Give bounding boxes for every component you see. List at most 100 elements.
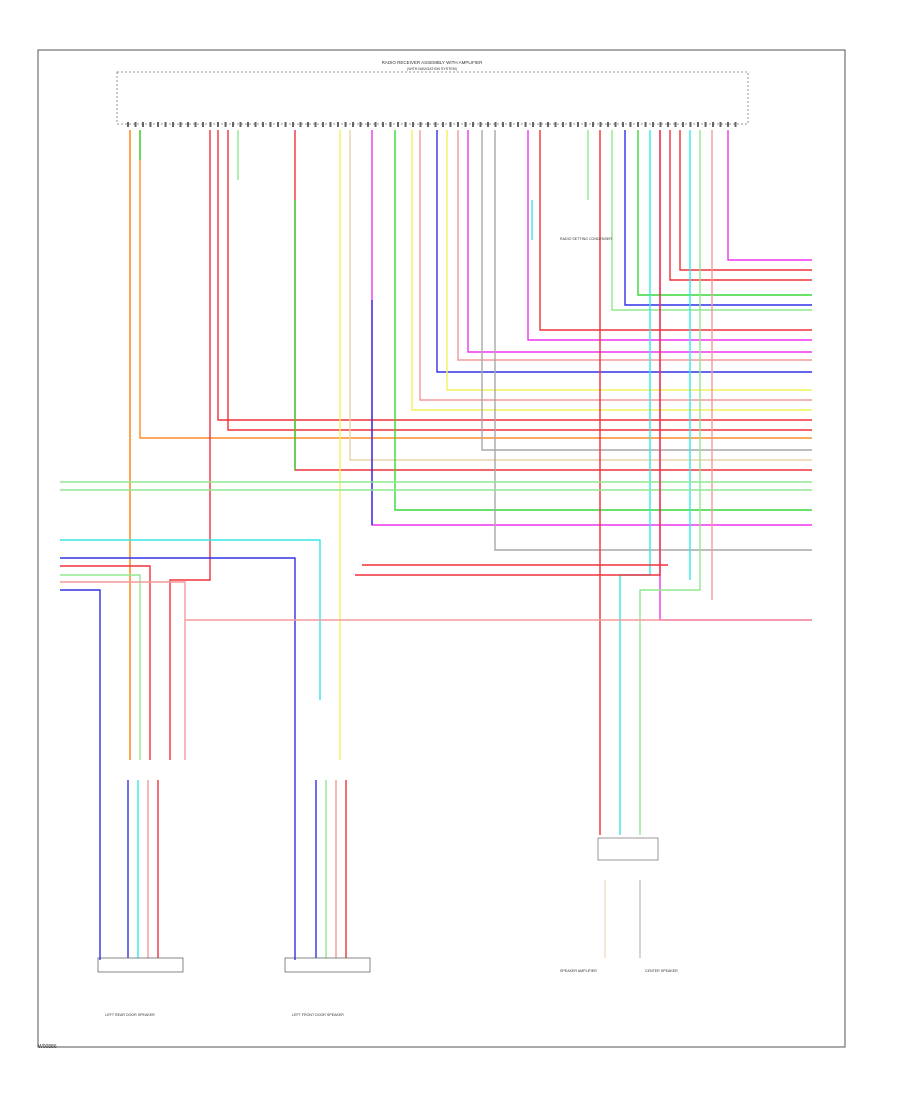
wire-blue: [436, 130, 812, 373]
speaker-amplifier-box: [597, 837, 659, 861]
pin: [577, 122, 579, 127]
wire-tan: [349, 130, 812, 461]
wire-gray: [481, 130, 812, 451]
wire-pink: [457, 130, 812, 361]
pin: [224, 122, 227, 127]
pin: [449, 122, 452, 127]
radio-receiver-box: [116, 71, 749, 125]
pin: [472, 122, 474, 127]
pin: [262, 122, 264, 127]
pin: [532, 122, 534, 127]
left-front-speaker-box: [284, 957, 371, 973]
pin: [419, 122, 422, 127]
pin: [367, 122, 369, 127]
condenser-label: RADIO SETTING CONDENSER: [560, 237, 612, 241]
pin: [682, 122, 684, 127]
pin: [134, 122, 137, 127]
pin: [202, 122, 204, 127]
pin: [674, 122, 677, 127]
wire-blue: [60, 557, 296, 960]
wire-green: [394, 130, 812, 511]
center-speaker-label: CENTER SPEAKER: [645, 969, 678, 973]
wire-magenta: [371, 130, 812, 526]
pin: [412, 122, 414, 127]
pin: [487, 122, 489, 127]
wire-red: [169, 130, 211, 760]
pin: [517, 122, 519, 127]
pin: [547, 122, 549, 127]
wire-red: [669, 130, 812, 281]
left-rear-speaker-label: LEFT REAR DOOR SPEAKER: [105, 1013, 155, 1017]
wire-cyan: [60, 539, 321, 700]
pin: [359, 122, 362, 127]
wire-blue: [60, 589, 101, 960]
pin: [397, 122, 399, 127]
pin: [689, 122, 692, 127]
pin: [727, 122, 729, 127]
pin: [442, 122, 444, 127]
pin: [719, 122, 722, 127]
pin: [652, 122, 654, 127]
left-front-speaker-label: LEFT FRONT DOOR SPEAKER: [292, 1013, 344, 1017]
wire-blue: [624, 130, 812, 306]
pin: [539, 122, 542, 127]
pin: [284, 122, 287, 127]
pin: [149, 122, 152, 127]
pin: [314, 122, 317, 127]
pin: [427, 122, 429, 127]
pin: [194, 122, 197, 127]
left-rear-speaker-box: [97, 957, 184, 973]
pin: [599, 122, 602, 127]
wire-red: [355, 130, 661, 576]
pin: [554, 122, 557, 127]
pin: [607, 122, 609, 127]
pin: [247, 122, 249, 127]
wire-pink: [60, 581, 186, 760]
pin: [659, 122, 662, 127]
pin: [164, 122, 167, 127]
pin: [712, 122, 714, 127]
pin: [254, 122, 257, 127]
diagram-border: [37, 49, 846, 1048]
pin: [329, 122, 332, 127]
pin: [172, 122, 174, 127]
pin: [217, 122, 219, 127]
wire-magenta: [527, 130, 812, 341]
pin: [614, 122, 617, 127]
pin: [494, 122, 497, 127]
wire-red: [227, 130, 812, 431]
pin: [734, 122, 737, 127]
wire-magenta: [727, 130, 812, 261]
wire-magenta: [467, 130, 812, 353]
pin: [382, 122, 384, 127]
wire-red: [679, 130, 812, 271]
pin: [157, 122, 159, 127]
pin: [509, 122, 512, 127]
pin: [562, 122, 564, 127]
pin: [277, 122, 279, 127]
wire-orange: [139, 130, 812, 439]
pin: [697, 122, 699, 127]
pin: [637, 122, 639, 127]
pin: [584, 122, 587, 127]
pin: [434, 122, 437, 127]
pin: [524, 122, 527, 127]
pin: [644, 122, 647, 127]
wire-group: [60, 130, 812, 960]
pin: [704, 122, 707, 127]
pin: [337, 122, 339, 127]
wire-pink: [419, 130, 812, 401]
diagram-title: RADIO RECEIVER ASSEMBLY WITH AMPLIFIER: [382, 60, 484, 65]
pin: [292, 122, 294, 127]
wire-green: [637, 130, 812, 296]
pin: [464, 122, 467, 127]
wire-red: [217, 130, 812, 421]
wire-red: [539, 130, 812, 331]
connector-pins: [127, 122, 737, 127]
wire-yellow: [411, 130, 812, 411]
pin: [629, 122, 632, 127]
wire-magenta: [659, 130, 812, 621]
pin: [404, 122, 407, 127]
speaker-amplifier-label: SPEAKER AMPLIFIER: [560, 969, 597, 973]
wire-lightgreen: [639, 130, 701, 835]
